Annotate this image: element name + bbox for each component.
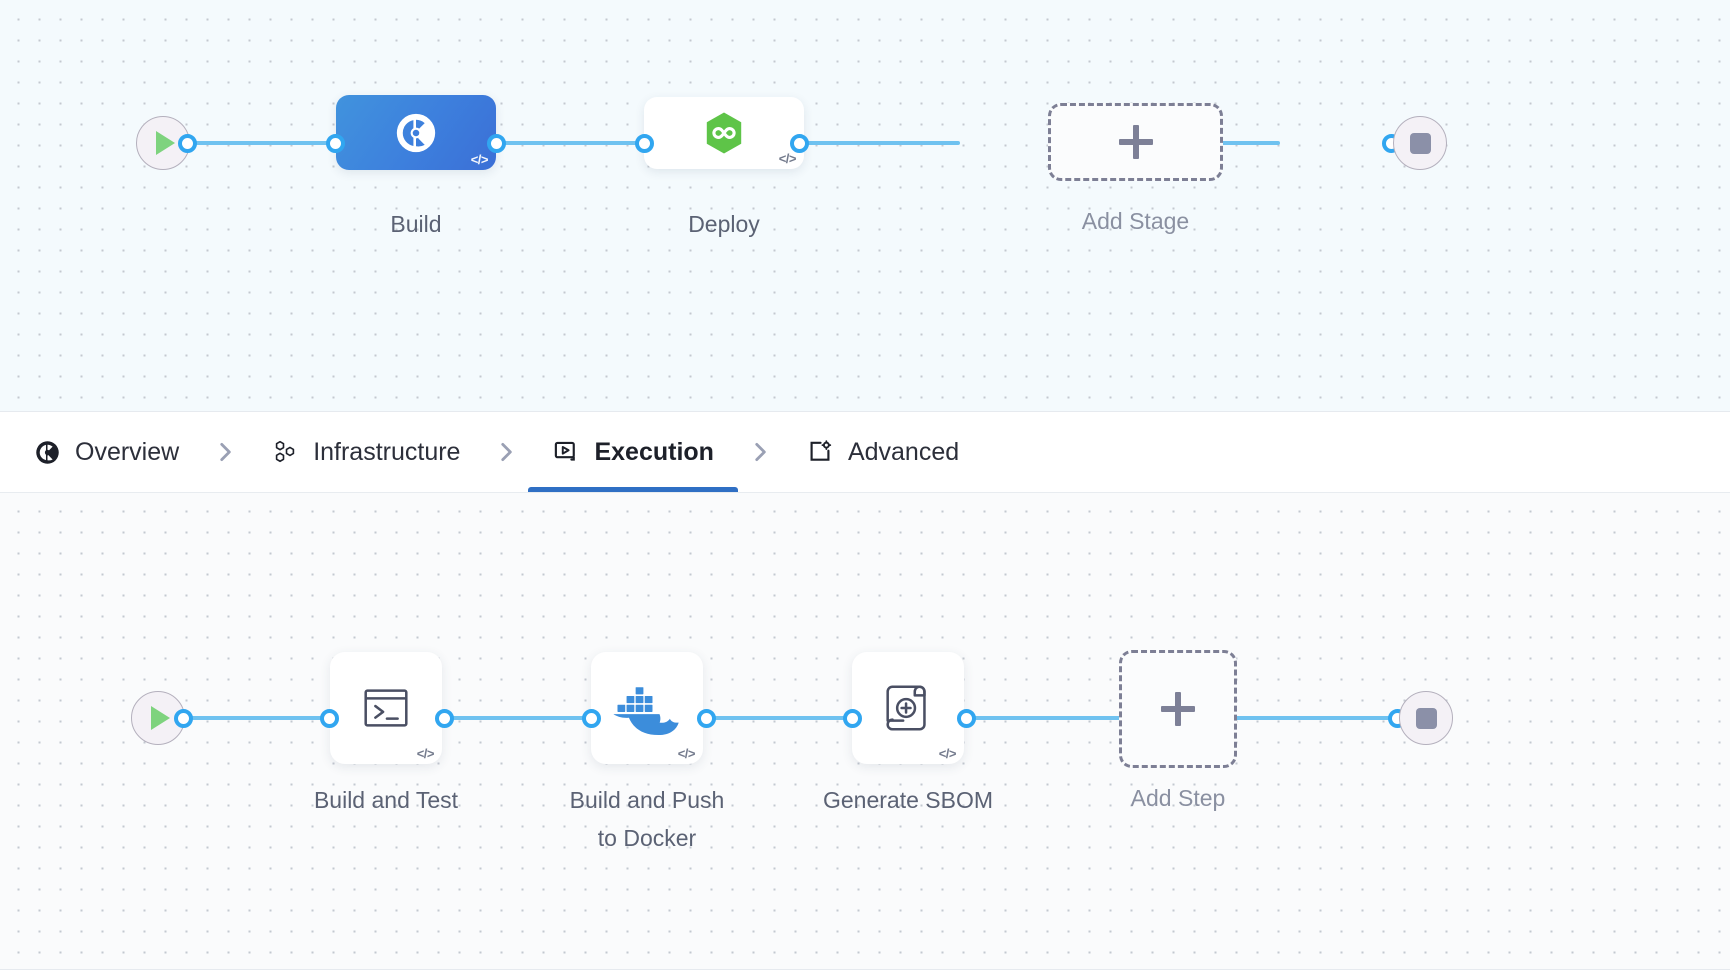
chevron-right-icon <box>714 412 806 492</box>
play-icon <box>155 131 175 155</box>
stages-end-node[interactable] <box>1393 116 1447 170</box>
port-step3-in[interactable] <box>843 709 862 728</box>
step-node-generate-sbom[interactable]: </> <box>852 652 964 764</box>
step-code-badge: </> <box>416 746 435 761</box>
sbom-scroll-icon <box>877 678 939 738</box>
harness-cd-icon <box>700 109 748 157</box>
step-code-badge: </> <box>677 746 696 761</box>
docker-icon <box>612 679 682 737</box>
chevron-right-icon <box>460 412 552 492</box>
stage-label-deploy: Deploy <box>688 211 760 237</box>
edge-start-to-build <box>190 141 342 145</box>
step-label-build-and-push-to-docker: Build and Push to Docker <box>569 787 725 851</box>
steps-end-node[interactable] <box>1399 691 1453 745</box>
edge-start-to-step1 <box>186 716 348 720</box>
step-code-badge: </> <box>938 746 957 761</box>
stages-canvas[interactable]: </> Build </> Deploy Add Stage <box>0 0 1730 412</box>
stage-config-tabs[interactable]: Overview Infrastructure <box>0 412 1730 492</box>
edge-step3-to-add <box>965 716 1125 720</box>
edge-step1-to-step2 <box>444 716 608 720</box>
port-start-out[interactable] <box>178 134 197 153</box>
stages-start-node[interactable] <box>136 116 190 170</box>
edge-deploy-to-add <box>798 141 960 145</box>
add-stage-button[interactable] <box>1048 103 1223 181</box>
port-build-out[interactable] <box>487 134 506 153</box>
execution-icon <box>552 438 580 466</box>
tab-execution[interactable]: Execution <box>528 412 739 492</box>
tab-advanced[interactable]: Advanced <box>806 412 959 492</box>
plus-icon <box>1118 125 1153 159</box>
chevron-right-icon <box>179 412 271 492</box>
tab-overview[interactable]: Overview <box>34 412 179 492</box>
port-step1-in[interactable] <box>320 709 339 728</box>
port-deploy-in[interactable] <box>635 134 654 153</box>
add-step-label: Add Step <box>1130 785 1226 811</box>
stop-icon <box>1409 132 1431 154</box>
plus-icon <box>1161 692 1195 726</box>
tab-label-advanced: Advanced <box>847 437 960 466</box>
tab-label-overview: Overview <box>75 437 180 466</box>
tab-label-infrastructure: Infrastructure <box>313 437 461 466</box>
harness-ci-icon <box>393 110 439 156</box>
overview-icon <box>34 439 61 466</box>
step-node-build-and-push-to-docker[interactable]: </> <box>591 652 703 764</box>
steps-canvas[interactable]: </> Build and Test <box>0 492 1730 970</box>
stage-code-badge: </> <box>778 151 797 166</box>
edge-add-to-end <box>1227 716 1395 720</box>
stage-label-build: Build <box>390 211 442 237</box>
terminal-icon <box>357 679 415 737</box>
port-step2-out[interactable] <box>697 709 716 728</box>
step-label-build-and-test: Build and Test <box>313 787 459 813</box>
tab-infrastructure[interactable]: Infrastructure <box>271 412 460 492</box>
steps-start-node[interactable] <box>131 691 185 745</box>
port-build-in[interactable] <box>326 134 345 153</box>
stage-node-deploy[interactable]: </> <box>644 97 804 169</box>
port-step2-in[interactable] <box>582 709 601 728</box>
advanced-icon <box>806 438 834 466</box>
add-stage-label: Add Stage <box>1081 208 1190 234</box>
edge-step2-to-step3 <box>706 716 868 720</box>
add-step-button[interactable] <box>1119 650 1237 768</box>
step-label-generate-sbom: Generate SBOM <box>822 787 994 813</box>
play-icon <box>150 706 170 730</box>
infrastructure-icon <box>271 438 299 466</box>
edge-build-to-deploy <box>495 141 651 145</box>
port-step3-out[interactable] <box>957 709 976 728</box>
stop-icon <box>1415 707 1437 729</box>
port-step1-out[interactable] <box>435 709 454 728</box>
port-steps-start-out[interactable] <box>174 709 193 728</box>
step-node-build-and-test[interactable]: </> <box>330 652 442 764</box>
stage-code-badge: </> <box>470 152 489 167</box>
port-deploy-out[interactable] <box>790 134 809 153</box>
tab-label-execution: Execution <box>594 437 714 466</box>
stage-node-build[interactable]: </> <box>336 95 496 170</box>
